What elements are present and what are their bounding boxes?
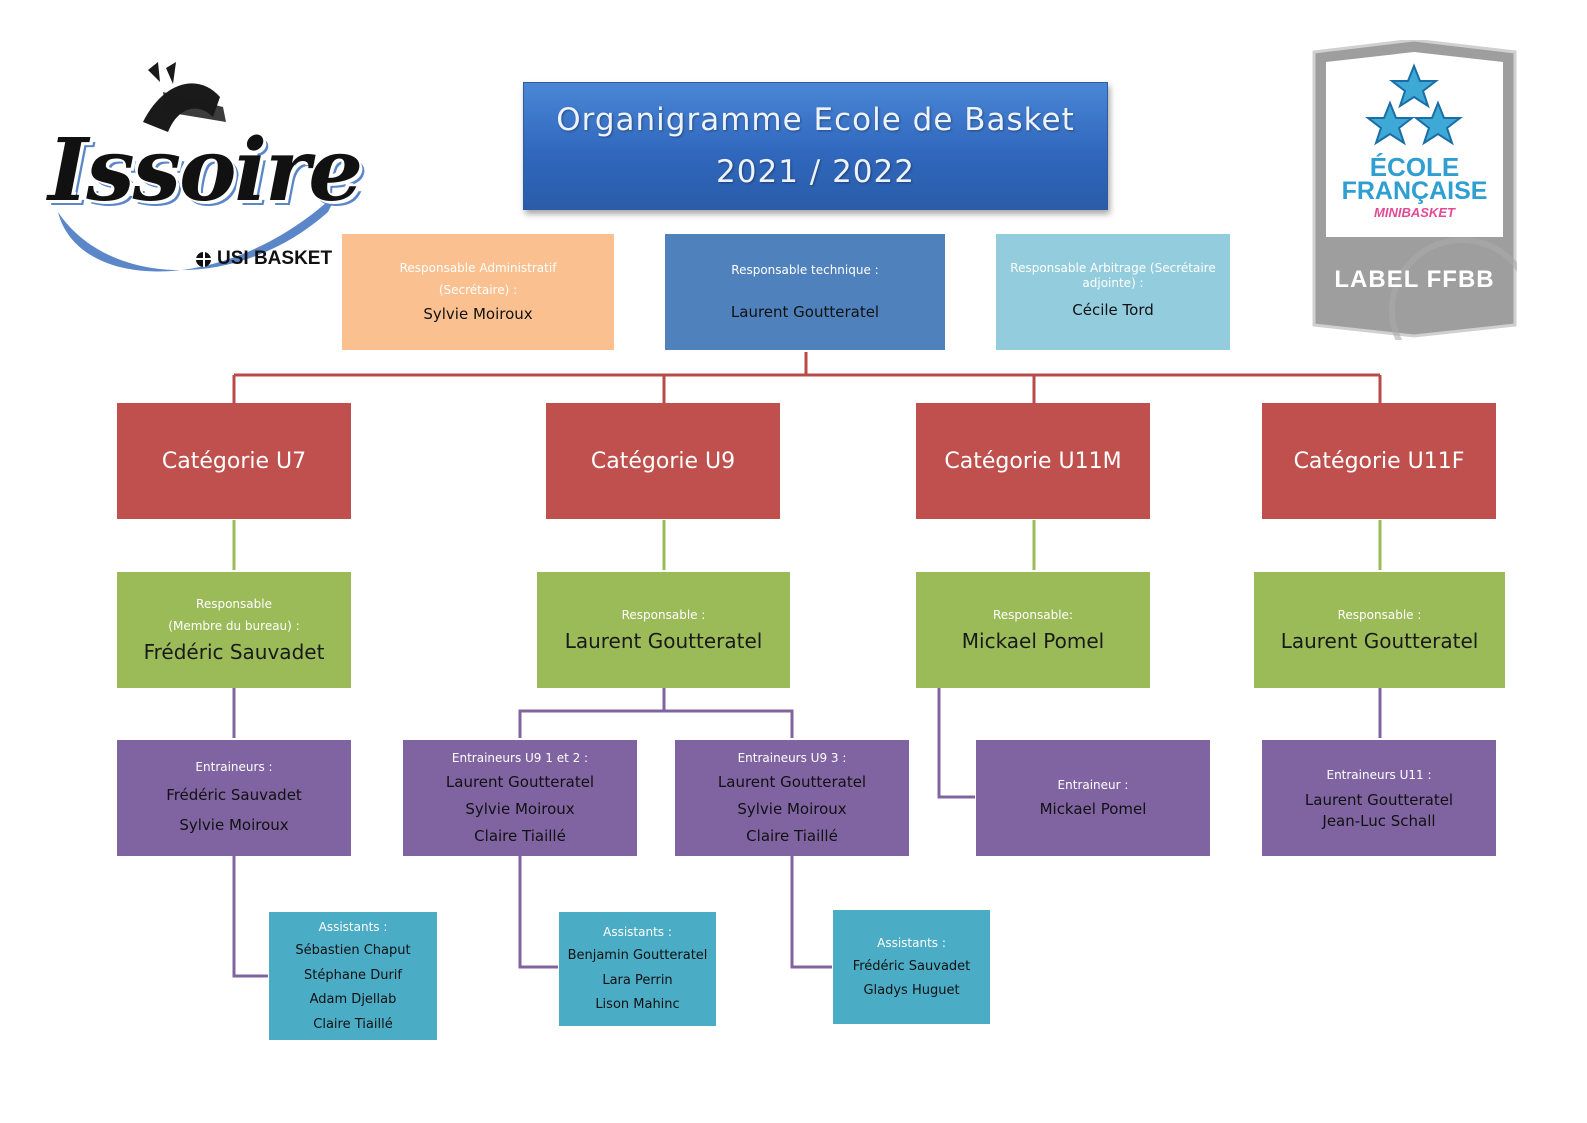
assistant-name: Stéphane Durif bbox=[304, 967, 402, 983]
responsable-u9: Responsable : Laurent Goutteratel bbox=[537, 572, 790, 688]
assistant-name: Adam Djellab bbox=[309, 992, 397, 1007]
basketball-icon bbox=[196, 251, 211, 267]
entraineur-name: Laurent Goutteratel bbox=[717, 772, 867, 791]
responsable-label: Responsable: bbox=[993, 608, 1073, 622]
issoire-usi-basket-logo: Issoire USI BASKET bbox=[48, 62, 363, 290]
entraineurs-u11f: Entraineurs U11 : Laurent Goutteratel Je… bbox=[1262, 740, 1496, 856]
tech-label: Responsable technique : bbox=[731, 262, 879, 277]
category-u7: Catégorie U7 bbox=[117, 403, 351, 519]
assistants-u7: Assistants : Sébastien Chaput Stéphane D… bbox=[269, 912, 437, 1040]
badge-shield-icon bbox=[1312, 40, 1517, 340]
category-label: Catégorie U7 bbox=[161, 448, 307, 474]
assistants-u9-1-2: Assistants : Benjamin Goutteratel Lara P… bbox=[559, 912, 716, 1026]
entraineur-name: Sylvie Moiroux bbox=[465, 799, 575, 818]
assistant-name: Benjamin Goutteratel bbox=[567, 948, 708, 964]
entraineur-name: Jean-Luc Schall bbox=[1322, 812, 1436, 830]
assistant-name: Claire Tiaillé bbox=[313, 1016, 393, 1032]
entraineur-name: Claire Tiaillé bbox=[474, 826, 566, 845]
entraineurs-u9-3: Entraineurs U9 3 : Laurent Goutteratel S… bbox=[675, 740, 909, 856]
giraffe-logo-icon bbox=[58, 62, 338, 272]
category-label: Catégorie U11F bbox=[1293, 448, 1465, 474]
responsable-u7: Responsable (Membre du bureau) : Frédéri… bbox=[117, 572, 351, 688]
ffbb-label-logo: ÉCOLE FRANÇAISE MINIBASKET LABEL FFBB bbox=[1312, 40, 1517, 340]
entraineur-name: Frédéric Sauvadet bbox=[166, 786, 302, 804]
entraineur-name: Mickael Pomel bbox=[1039, 799, 1147, 818]
responsable-name: Laurent Goutteratel bbox=[1280, 629, 1479, 653]
admin-label-1: Responsable Administratif bbox=[399, 260, 557, 275]
arb-name: Cécile Tord bbox=[1072, 300, 1154, 319]
responsable-u11f: Responsable : Laurent Goutteratel bbox=[1254, 572, 1505, 688]
arb-label-1: Responsable Arbitrage (Secrétaire bbox=[1010, 260, 1216, 275]
arbitrage-responsable-box: Responsable Arbitrage (Secrétaire adjoin… bbox=[996, 234, 1230, 350]
category-u11m: Catégorie U11M bbox=[916, 403, 1150, 519]
entraineurs-label: Entraineurs U11 : bbox=[1326, 768, 1432, 782]
admin-label-2: (Secrétaire) : bbox=[438, 282, 518, 297]
logo-subtitle: USI BASKET bbox=[196, 248, 332, 270]
assistant-name: Frédéric Sauvadet bbox=[852, 958, 971, 974]
badge-line2: FRANÇAISE bbox=[1341, 177, 1488, 205]
assistants-label: Assistants : bbox=[603, 925, 672, 940]
logo-script-text: Issoire bbox=[48, 120, 363, 221]
assistant-name: Lara Perrin bbox=[602, 972, 673, 988]
admin-name: Sylvie Moiroux bbox=[423, 304, 533, 323]
entraineurs-label: Entraineur : bbox=[1057, 777, 1129, 792]
responsable-label: Responsable : bbox=[621, 608, 706, 622]
tech-responsable-box: Responsable technique : Laurent Gouttera… bbox=[665, 234, 945, 350]
assistant-name: Lison Mahinc bbox=[595, 997, 680, 1013]
title-line2: 2021 / 2022 bbox=[716, 154, 915, 190]
badge-line3: MINIBASKET bbox=[1374, 205, 1455, 220]
entraineurs-label: Entraineurs U9 3 : bbox=[737, 750, 847, 765]
assistants-label: Assistants : bbox=[877, 935, 946, 950]
title-line1: Organigramme Ecole de Basket bbox=[556, 102, 1075, 138]
entraineurs-label: Entraineurs : bbox=[195, 760, 273, 774]
logo-subtitle-text: USI BASKET bbox=[217, 248, 333, 269]
assistants-u9-3: Assistants : Frédéric Sauvadet Gladys Hu… bbox=[833, 910, 990, 1024]
category-label: Catégorie U9 bbox=[590, 448, 736, 474]
entraineur-u11m: Entraineur : Mickael Pomel bbox=[976, 740, 1210, 856]
category-u9: Catégorie U9 bbox=[546, 403, 780, 519]
responsable-u11m: Responsable: Mickael Pomel bbox=[916, 572, 1150, 688]
category-u11f: Catégorie U11F bbox=[1262, 403, 1496, 519]
entraineurs-label: Entraineurs U9 1 et 2 : bbox=[451, 750, 589, 765]
badge-line1: ÉCOLE bbox=[1369, 152, 1460, 182]
badge-footer: LABEL FFBB bbox=[1334, 266, 1495, 293]
tech-name: Laurent Goutteratel bbox=[730, 302, 880, 321]
responsable-label: Responsable : bbox=[1337, 608, 1422, 622]
category-label: Catégorie U11M bbox=[944, 448, 1122, 474]
assistants-label: Assistants : bbox=[318, 920, 388, 934]
assistant-name: Gladys Huguet bbox=[863, 983, 960, 998]
admin-responsable-box: Responsable Administratif (Secrétaire) :… bbox=[342, 234, 614, 350]
entraineur-name: Laurent Goutteratel bbox=[1304, 791, 1454, 809]
star-icon bbox=[1365, 63, 1463, 146]
entraineur-name: Claire Tiaillé bbox=[746, 826, 838, 845]
entraineur-name: Laurent Goutteratel bbox=[445, 772, 595, 791]
entraineurs-u7: Entraineurs : Frédéric Sauvadet Sylvie M… bbox=[117, 740, 351, 856]
responsable-label-2: (Membre du bureau) : bbox=[168, 619, 300, 633]
responsable-name: Frédéric Sauvadet bbox=[143, 640, 325, 664]
page-title: Organigramme Ecole de Basket 2021 / 2022 bbox=[523, 82, 1108, 210]
responsable-name: Mickael Pomel bbox=[961, 629, 1105, 653]
entraineur-name: Sylvie Moiroux bbox=[179, 816, 289, 834]
responsable-name: Laurent Goutteratel bbox=[564, 629, 763, 653]
arb-label-2: adjointe) : bbox=[1082, 275, 1144, 290]
responsable-label: Responsable bbox=[196, 597, 272, 611]
entraineurs-u9-1-2: Entraineurs U9 1 et 2 : Laurent Gouttera… bbox=[403, 740, 637, 856]
entraineur-name: Sylvie Moiroux bbox=[737, 799, 847, 818]
assistant-name: Sébastien Chaput bbox=[295, 943, 411, 958]
